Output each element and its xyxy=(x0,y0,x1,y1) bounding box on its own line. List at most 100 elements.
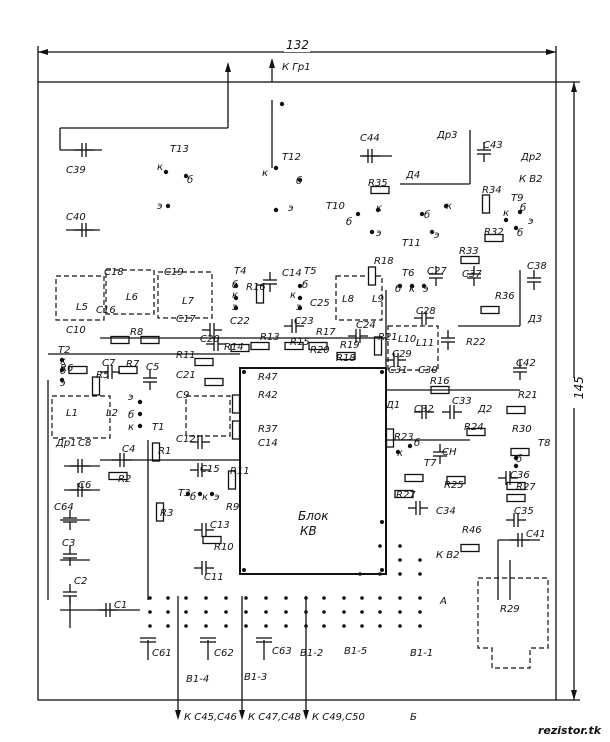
resistor-27 xyxy=(460,543,480,553)
label-96: С21 xyxy=(176,370,196,381)
pad-1 xyxy=(183,173,189,179)
resistor-33 xyxy=(231,420,241,440)
label-26: Т9 xyxy=(511,193,523,204)
capacitor-14 xyxy=(442,405,462,419)
label-58: L7 xyxy=(182,296,195,307)
pad-16 xyxy=(59,357,65,363)
label-19: б xyxy=(346,216,352,228)
pad-2 xyxy=(165,203,171,209)
pad-20 xyxy=(137,411,143,417)
label-72: R20 xyxy=(310,345,330,356)
pad-30 xyxy=(409,283,415,289)
label-128: R11 xyxy=(230,466,250,477)
resistor-17 xyxy=(446,475,466,485)
label-38: С18 xyxy=(104,267,124,278)
label-77: R21 xyxy=(378,332,398,343)
label-106: R24 xyxy=(464,422,484,433)
label-0: К Гр1 xyxy=(282,62,311,73)
connector-pin-5-0 xyxy=(244,596,248,600)
label-64: С10 xyxy=(66,325,86,336)
pad-22 xyxy=(185,491,191,497)
connector-pin-12-2 xyxy=(378,624,382,628)
connector-pin-2-2 xyxy=(184,624,188,628)
connector-pin-12-0 xyxy=(378,596,382,600)
capacitor-17 xyxy=(506,513,526,527)
resistor-1 xyxy=(140,335,160,345)
resistors xyxy=(68,185,530,553)
label-57: L6 xyxy=(126,292,138,303)
label-129: Т7 xyxy=(424,458,437,469)
connector-pin-14-1 xyxy=(418,610,422,614)
capacitor-3 xyxy=(477,142,491,162)
connector-pin-11-2 xyxy=(360,624,364,628)
resistor-37 xyxy=(91,376,101,396)
pad-14 xyxy=(513,225,519,231)
label-94: R11 xyxy=(176,350,196,361)
connector-pin-4-1 xyxy=(224,610,228,614)
label-110: L2 xyxy=(106,408,118,419)
resistor-16 xyxy=(510,447,530,457)
label-91: С7 xyxy=(102,358,116,369)
label-115: С8 xyxy=(78,438,91,449)
label-105: R21 xyxy=(518,390,538,401)
capacitor-23 xyxy=(100,365,120,379)
resistor-5 xyxy=(336,351,356,361)
label-132: С6 xyxy=(78,480,91,491)
label-79: L11 xyxy=(416,338,434,349)
pad-6 xyxy=(355,211,361,217)
label-98: R47 xyxy=(258,372,278,383)
capacitor-12 xyxy=(513,360,527,380)
label-142: С35 xyxy=(514,506,534,517)
label-157: С62 xyxy=(214,648,234,659)
connector-pin-14-0 xyxy=(418,596,422,600)
label-159: В1-2 xyxy=(300,648,323,659)
label-36: R36 xyxy=(495,291,515,302)
label-14: К В2 xyxy=(519,174,543,185)
label-151: С11 xyxy=(204,572,224,583)
label-137: б xyxy=(190,491,196,503)
pad-34 xyxy=(233,305,239,311)
pad-10 xyxy=(443,203,449,209)
label-90: R5 xyxy=(96,370,109,381)
capacitor-33 xyxy=(348,329,368,343)
label-167: Б xyxy=(410,712,417,723)
pad-37 xyxy=(297,305,303,311)
pad-33 xyxy=(233,295,239,301)
label-35: С38 xyxy=(527,261,547,272)
kv-module-label: Блок xyxy=(298,509,329,523)
capacitor-4 xyxy=(467,266,481,286)
connector-pin-13-2 xyxy=(398,624,402,628)
capacitor-30 xyxy=(190,463,210,477)
resistor-23 xyxy=(108,471,128,481)
label-131: R27 xyxy=(516,482,536,493)
label-21: б xyxy=(424,209,430,221)
label-140: R9 xyxy=(226,502,239,513)
label-45: С14 xyxy=(282,268,302,279)
label-100: R16 xyxy=(430,376,450,387)
label-123: к xyxy=(397,448,403,459)
traces xyxy=(47,130,540,628)
label-17: Т10 xyxy=(326,201,345,212)
pad-29 xyxy=(397,283,403,289)
capacitor-24 xyxy=(143,370,157,390)
resistor-24 xyxy=(155,502,165,522)
label-40: Т4 xyxy=(234,266,246,277)
label-153: А xyxy=(439,596,447,607)
label-59: L8 xyxy=(342,294,354,305)
pad-28 xyxy=(513,455,519,461)
capacitor-8 xyxy=(284,319,304,333)
label-43: э xyxy=(232,302,238,313)
label-11: Др3 xyxy=(436,130,458,141)
resistor-28 xyxy=(68,365,88,375)
label-82: С30 xyxy=(418,365,438,376)
label-163: В1-3 xyxy=(244,672,267,683)
label-78: L10 xyxy=(398,334,416,345)
resistor-20 xyxy=(506,481,526,491)
label-161: В1-1 xyxy=(410,648,433,659)
capacitor-11 xyxy=(414,311,434,325)
label-165: К С47,С48 xyxy=(248,712,301,723)
capacitor-0 xyxy=(74,143,94,157)
connector-pin-7-1 xyxy=(284,610,288,614)
label-54: к xyxy=(409,284,415,295)
resistor-10 xyxy=(484,233,504,243)
